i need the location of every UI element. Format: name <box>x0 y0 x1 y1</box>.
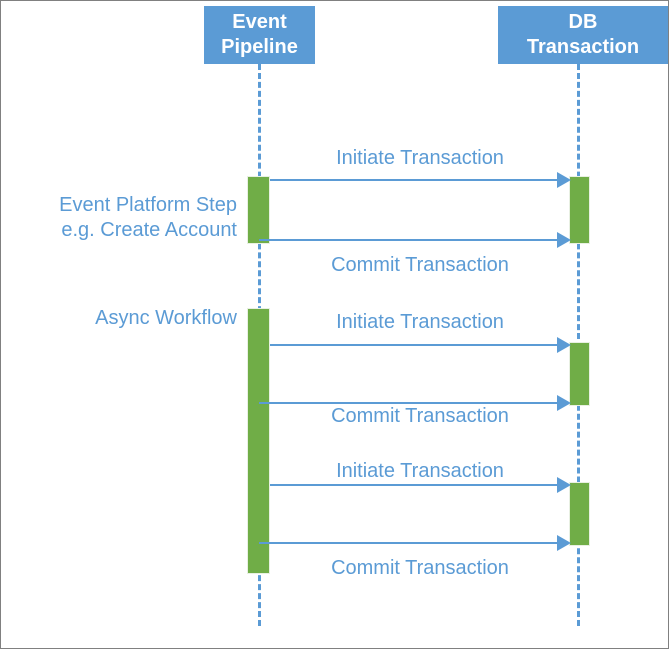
annotation-async-workflow-line1: Async Workflow <box>95 307 237 329</box>
message-label-1: Initiate Transaction <box>336 147 504 169</box>
lifeline-header-event-pipeline-line2: Pipeline <box>221 36 298 58</box>
message-line-5 <box>270 484 565 486</box>
message-line-2 <box>259 239 565 241</box>
message-label-4: Commit Transaction <box>331 405 509 427</box>
activation-bar-db-transaction-3 <box>569 482 590 546</box>
message-line-6 <box>259 542 565 544</box>
message-line-4 <box>259 402 565 404</box>
lifeline-header-db-transaction-line1: DB <box>568 11 598 33</box>
message-label-3: Initiate Transaction <box>336 311 504 333</box>
annotation-event-platform-step: Event Platform Step e.g. Create Account <box>21 193 237 243</box>
message-arrowhead-4 <box>557 395 571 411</box>
annotation-event-platform-step-line1: Event Platform Step <box>59 194 237 216</box>
message-label-5: Initiate Transaction <box>336 460 504 482</box>
lifeline-header-event-pipeline-line1: Event <box>232 11 287 33</box>
message-arrowhead-5 <box>557 477 571 493</box>
annotation-event-platform-step-line2: e.g. Create Account <box>61 219 237 241</box>
lifeline-header-db-transaction-line2: Transaction <box>526 36 640 58</box>
message-line-1 <box>270 179 565 181</box>
message-label-2: Commit Transaction <box>331 254 509 276</box>
message-arrowhead-1 <box>557 172 571 188</box>
message-line-3 <box>270 344 565 346</box>
activation-bar-event-pipeline-2 <box>247 308 270 574</box>
activation-bar-db-transaction-2 <box>569 342 590 406</box>
activation-bar-db-transaction-1 <box>569 176 590 244</box>
message-arrowhead-6 <box>557 535 571 551</box>
lifeline-header-db-transaction[interactable]: DB Transaction <box>498 6 668 64</box>
activation-bar-event-pipeline-1 <box>247 176 270 244</box>
lifeline-header-event-pipeline[interactable]: Event Pipeline <box>204 6 315 64</box>
message-arrowhead-3 <box>557 337 571 353</box>
message-label-6: Commit Transaction <box>331 557 509 579</box>
annotation-async-workflow: Async Workflow <box>21 306 237 331</box>
message-arrowhead-2 <box>557 232 571 248</box>
